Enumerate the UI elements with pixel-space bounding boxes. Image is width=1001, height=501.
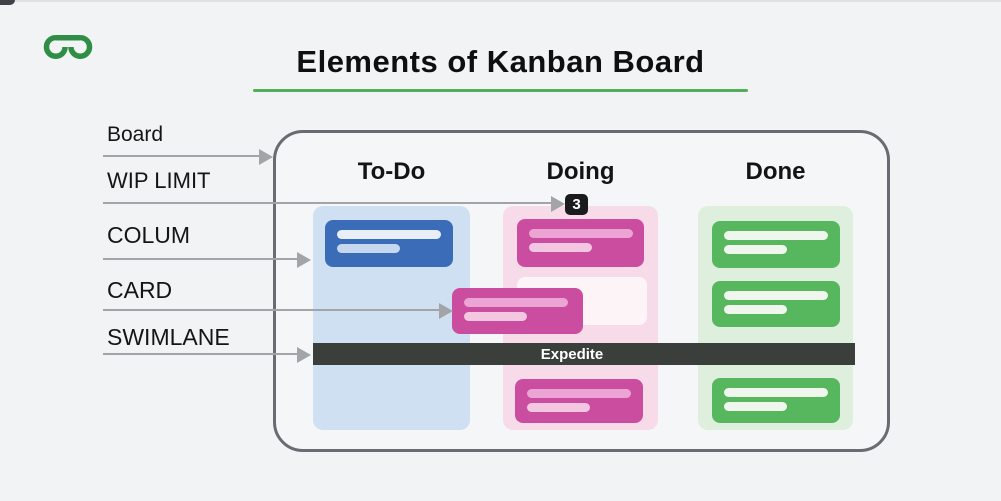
card-done-2: [712, 281, 840, 327]
card-text-placeholder: [724, 291, 828, 300]
arrow-line-column: [103, 258, 298, 260]
swimlane-expedite: Expedite: [313, 343, 855, 365]
arrow-line-board: [103, 155, 261, 157]
top-left-corner-artifact: [0, 0, 15, 5]
arrow-line-wip-limit: [103, 202, 552, 204]
arrow-head-column: [297, 252, 311, 268]
card-text-placeholder: [724, 245, 787, 254]
card-text-placeholder: [529, 229, 633, 238]
arrow-line-swimlane: [103, 353, 298, 355]
annotation-card: CARD: [107, 277, 173, 303]
title-underline: [253, 89, 748, 92]
card-text-placeholder: [724, 388, 828, 397]
wip-limit-badge: 3: [565, 194, 588, 215]
card-highlighted: [452, 288, 583, 334]
card-text-placeholder: [464, 298, 568, 307]
column-header-todo: To-Do: [357, 158, 426, 185]
annotation-wip-limit: WIP LIMIT: [107, 168, 211, 193]
card-text-placeholder: [464, 312, 527, 321]
page-title: Elements of Kanban Board: [296, 44, 705, 79]
arrow-head-wip-limit: [551, 196, 565, 212]
card-text-placeholder: [724, 402, 787, 411]
card-text-placeholder: [527, 403, 590, 412]
card-text-placeholder: [527, 389, 631, 398]
arrow-head-card: [439, 303, 453, 319]
arrow-line-card: [103, 309, 440, 311]
card-todo-1: [325, 220, 453, 267]
card-done-expedite: [712, 378, 840, 423]
arrow-head-swimlane: [297, 347, 311, 363]
geeksforgeeks-logo-icon: [43, 34, 93, 59]
annotation-column: COLUM: [107, 222, 191, 248]
card-text-placeholder: [529, 243, 592, 252]
annotation-board: Board: [107, 123, 164, 146]
arrow-head-board: [259, 149, 273, 165]
card-doing-expedite: [515, 379, 643, 423]
card-text-placeholder: [724, 231, 828, 240]
annotation-swimlane: SWIMLANE: [107, 324, 230, 350]
card-text-placeholder: [337, 244, 400, 253]
top-edge-strip: [0, 0, 1001, 2]
card-done-1: [712, 221, 840, 268]
column-header-doing: Doing: [546, 158, 615, 185]
card-doing-1: [517, 219, 644, 267]
card-text-placeholder: [724, 305, 787, 314]
column-header-done: Done: [745, 158, 806, 185]
card-text-placeholder: [337, 230, 441, 239]
